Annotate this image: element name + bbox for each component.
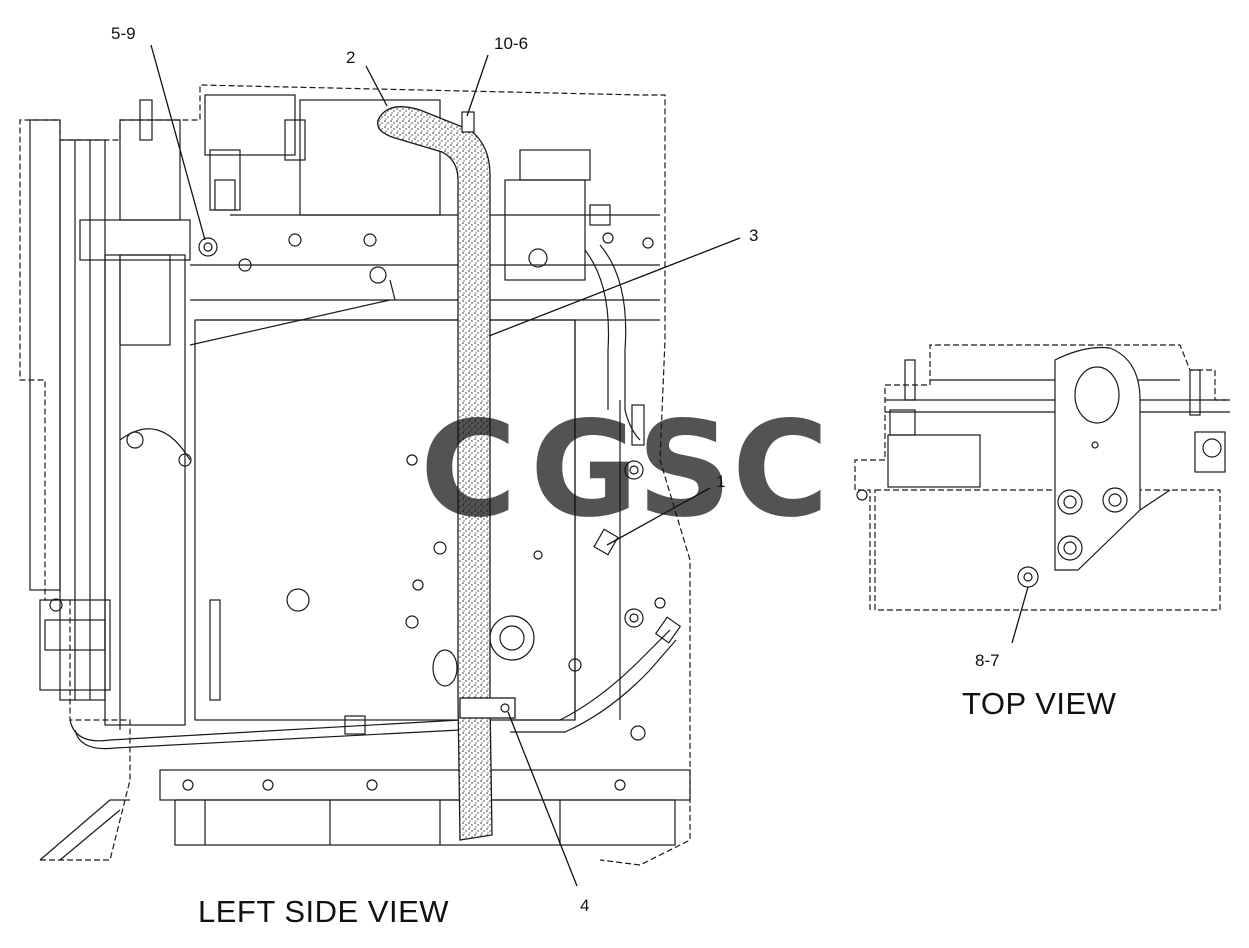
watermark: C G S C xyxy=(420,393,829,547)
watermark-letter-c2: C xyxy=(732,393,829,547)
callout-1: 1 xyxy=(716,472,725,491)
watermark-letter-g: G xyxy=(530,393,638,547)
callout-10-6: 10-6 xyxy=(494,34,528,53)
left-side-view-title: LEFT SIDE VIEW xyxy=(198,894,449,929)
callout-4: 4 xyxy=(580,896,589,915)
top-view-drawing xyxy=(854,344,1230,611)
callout-8-7: 8-7 xyxy=(975,651,1000,670)
callout-5-9: 5-9 xyxy=(111,24,136,43)
leader-lines-left xyxy=(150,44,741,887)
watermark-letter-s: S xyxy=(637,393,732,547)
watermark-letter-c1: C xyxy=(420,393,517,547)
callout-2: 2 xyxy=(346,48,355,67)
dipstick-tube xyxy=(376,106,516,841)
leader-line-8-7 xyxy=(1011,586,1029,644)
callout-3: 3 xyxy=(749,226,758,245)
top-view-title: TOP VIEW xyxy=(962,686,1117,721)
left-side-view-drawing xyxy=(19,84,691,866)
